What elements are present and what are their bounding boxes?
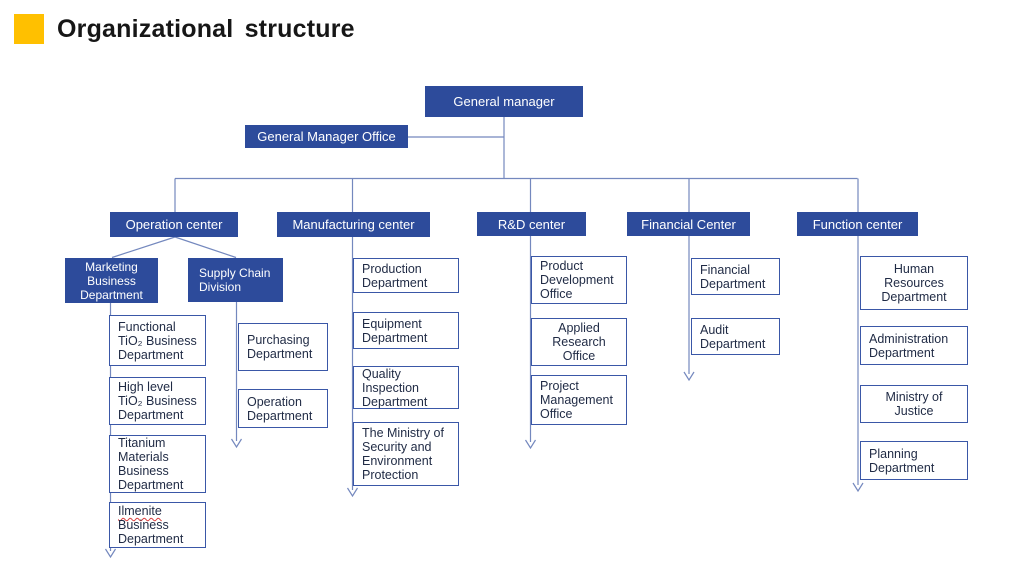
title-bullet-square (14, 14, 44, 44)
title-row: Organizational structure (14, 14, 355, 44)
arrowhead-function-column (852, 482, 864, 493)
org-box-human-resources-department: Human Resources Department (860, 256, 968, 310)
org-box-ministry-of-justice: Ministry of Justice (860, 385, 968, 423)
org-box-ilmenite-business-department: Ilmenite Business Department (109, 502, 206, 548)
arrowhead-marketing-column (104, 548, 117, 559)
org-box-product-development-office: Product Development Office (531, 256, 627, 304)
org-box-marketing-business-department: Marketing Business Department (65, 258, 158, 303)
misspelled-word-ilmenite: Ilmenite (118, 504, 162, 518)
arrowhead-manufacturing-column (346, 487, 359, 498)
org-box-financial-center: Financial Center (627, 212, 750, 236)
org-box-audit-department: Audit Department (691, 318, 780, 355)
org-box-general-manager: General manager (425, 86, 583, 117)
org-box-planning-department: Planning Department (860, 441, 968, 480)
page-title: Organizational structure (57, 14, 355, 43)
org-box-ministry-of-security-and-environment-protection: The Ministry of Security and Environment… (353, 422, 459, 486)
org-box-operation-center: Operation center (110, 212, 238, 237)
org-box-rnd-center: R&D center (477, 212, 586, 236)
arrowhead-supply-column (230, 438, 243, 449)
org-box-high-level-tio2-business-department: High level TiO₂ Business Department (109, 377, 206, 425)
org-box-production-department: Production Department (353, 258, 459, 293)
connector-operation-to-supply (174, 236, 237, 259)
connector-operation-to-marketing (111, 236, 176, 259)
org-box-financial-department: Financial Department (691, 258, 780, 295)
org-box-titanium-materials-business-department: Titanium Materials Business Department (109, 435, 206, 493)
org-box-supply-chain-division: Supply Chain Division (188, 258, 283, 302)
org-box-function-center: Function center (797, 212, 918, 236)
org-box-administration-department: Administration Department (860, 326, 968, 365)
arrowhead-financial-column (683, 371, 695, 382)
org-box-quality-inspection-department: Quality Inspection Department (353, 366, 459, 409)
org-box-applied-research-office: Applied Research Office (531, 318, 627, 366)
org-box-manufacturing-center: Manufacturing center (277, 212, 430, 237)
org-box-purchasing-department: Purchasing Department (238, 323, 328, 371)
org-box-functional-tio2-business-department: Functional TiO₂ Business Department (109, 315, 206, 366)
ilmenite-label-rest: Business Department (118, 518, 184, 546)
org-box-equipment-department: Equipment Department (353, 312, 459, 349)
org-box-project-management-office: Project Management Office (531, 375, 627, 425)
org-box-operation-department: Operation Department (238, 389, 328, 428)
arrowhead-rnd-column (524, 439, 537, 450)
org-box-general-manager-office: General Manager Office (245, 125, 408, 148)
